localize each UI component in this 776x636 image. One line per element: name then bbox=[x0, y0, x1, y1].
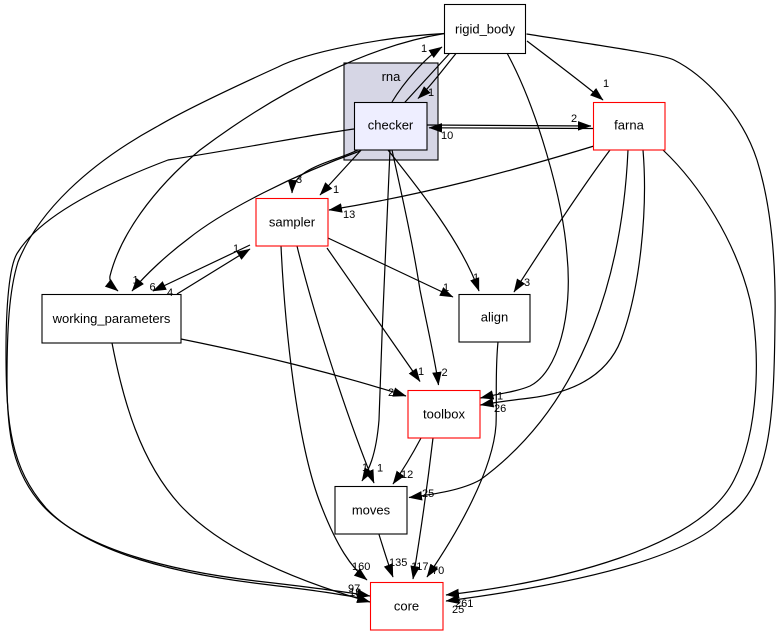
svg-text:26: 26 bbox=[494, 403, 506, 415]
svg-text:6: 6 bbox=[150, 282, 156, 294]
svg-text:1: 1 bbox=[497, 391, 503, 403]
svg-text:160: 160 bbox=[352, 561, 370, 573]
svg-text:1: 1 bbox=[418, 366, 424, 378]
svg-text:13: 13 bbox=[343, 209, 355, 221]
svg-text:3: 3 bbox=[524, 277, 530, 289]
svg-text:1: 1 bbox=[377, 463, 383, 475]
svg-text:261: 261 bbox=[455, 598, 473, 610]
svg-text:1: 1 bbox=[473, 272, 479, 284]
svg-text:core: core bbox=[394, 599, 419, 614]
svg-text:1: 1 bbox=[362, 462, 368, 474]
svg-text:1: 1 bbox=[333, 184, 339, 196]
svg-text:4: 4 bbox=[167, 287, 173, 299]
svg-text:1: 1 bbox=[133, 275, 139, 287]
svg-text:97: 97 bbox=[348, 583, 360, 595]
svg-text:1: 1 bbox=[443, 282, 449, 294]
svg-text:toolbox: toolbox bbox=[423, 407, 465, 422]
svg-text:12: 12 bbox=[401, 469, 413, 481]
svg-text:2: 2 bbox=[571, 113, 577, 125]
svg-text:2: 2 bbox=[442, 367, 448, 379]
svg-text:25: 25 bbox=[452, 604, 464, 616]
svg-text:moves: moves bbox=[352, 503, 391, 518]
svg-text:2: 2 bbox=[388, 387, 394, 399]
svg-text:1: 1 bbox=[233, 243, 239, 255]
svg-text:sampler: sampler bbox=[269, 215, 316, 230]
svg-text:rna: rna bbox=[382, 69, 402, 84]
svg-text:25: 25 bbox=[422, 488, 434, 500]
svg-text:align: align bbox=[481, 310, 508, 325]
svg-text:checker: checker bbox=[368, 118, 414, 133]
svg-text:1: 1 bbox=[603, 78, 609, 90]
svg-text:rigid_body: rigid_body bbox=[455, 22, 515, 37]
svg-text:10: 10 bbox=[441, 130, 453, 142]
svg-text:1: 1 bbox=[428, 87, 434, 99]
svg-text:3: 3 bbox=[296, 174, 302, 186]
svg-text:70: 70 bbox=[432, 565, 444, 577]
svg-text:117: 117 bbox=[411, 561, 429, 573]
svg-text:working_parameters: working_parameters bbox=[52, 311, 171, 326]
svg-text:farna: farna bbox=[614, 118, 644, 133]
svg-text:18: 18 bbox=[349, 587, 361, 599]
svg-text:135: 135 bbox=[389, 557, 407, 569]
svg-text:1: 1 bbox=[421, 43, 427, 55]
